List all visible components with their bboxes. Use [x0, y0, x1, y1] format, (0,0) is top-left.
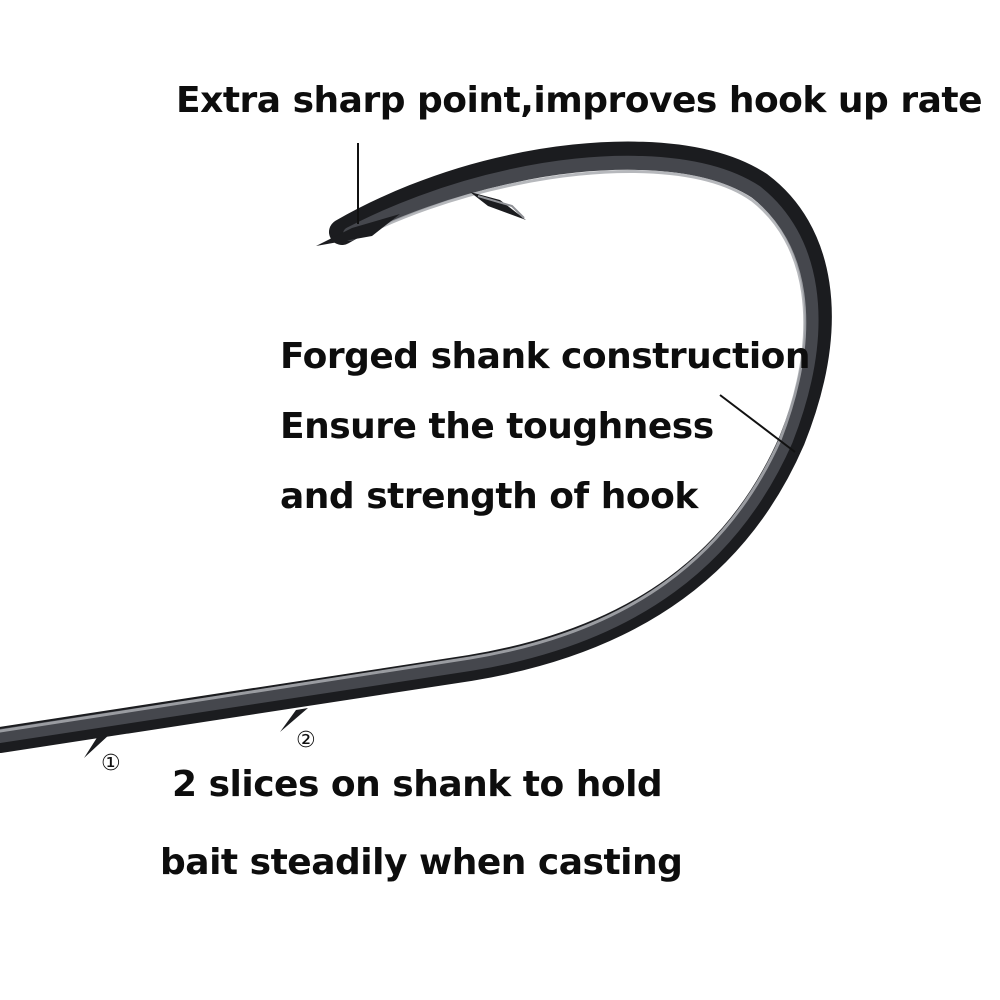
hook-point: [316, 214, 400, 246]
hook-barb: [470, 192, 526, 220]
shank-slice-2: [280, 708, 308, 732]
shank-slice-1: [84, 734, 110, 758]
slice-marker-1: ①: [101, 751, 121, 776]
shank-slices-callout-line2: bait steadily when casting: [160, 842, 683, 883]
shank-leader-line: [719, 394, 796, 453]
hook-wire: [0, 141, 832, 753]
hook-wire-highlight: [0, 169, 807, 733]
hook-barb-edge: [477, 195, 525, 219]
forged-shank-callout-line3: and strength of hook: [280, 476, 698, 517]
hook-wire-midtone: [0, 155, 819, 743]
forged-shank-callout-line1: Forged shank construction: [280, 336, 811, 377]
slice-marker-2: ②: [296, 728, 316, 753]
shank-slices-callout-line1: 2 slices on shank to hold: [172, 764, 663, 805]
sharp-point-callout: Extra sharp point,improves hook up rate: [176, 80, 983, 121]
forged-shank-callout-line2: Ensure the toughness: [280, 406, 714, 447]
